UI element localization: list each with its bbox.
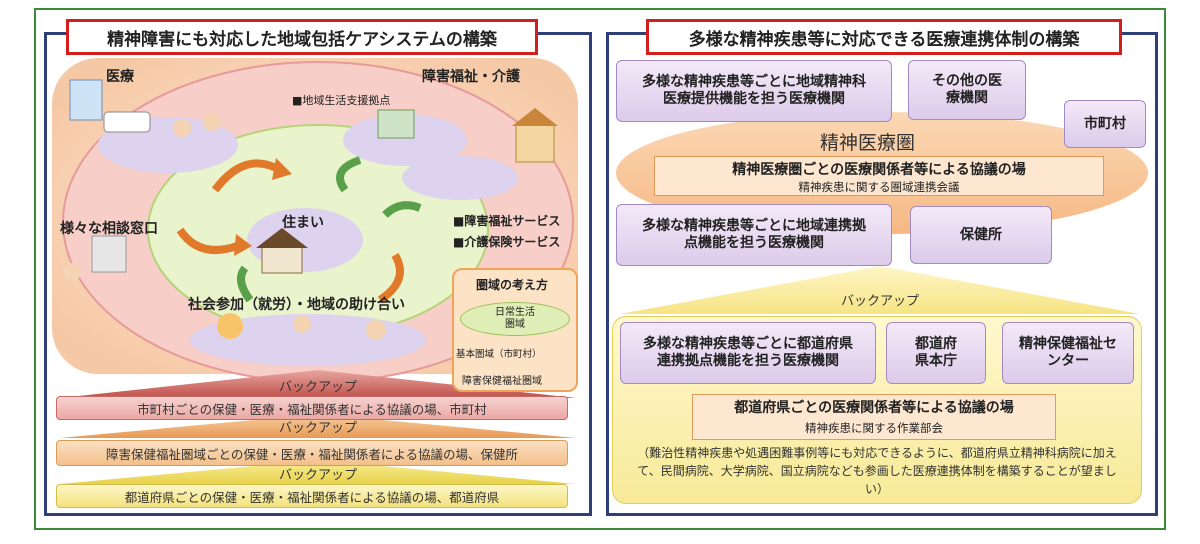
- basic-area-label: 基本圏域（市町村）: [456, 349, 542, 360]
- support-base-label: ■地域生活支援拠点: [292, 94, 391, 107]
- right-panel-title: 多様な精神疾患等に対応できる医療連携体制の構築: [646, 19, 1122, 55]
- cycle-arrow-top: [211, 159, 282, 193]
- housing-label: 住まい: [282, 215, 324, 231]
- lavender-blob-welfare: [343, 114, 467, 166]
- cycle-arrow-left: [176, 227, 242, 254]
- cycle-arrow-bottom: [237, 265, 254, 303]
- right-backup-label: バックアップ: [840, 294, 919, 309]
- regional-hub-hospital-box: 多様な精神疾患等ごとに地域連携拠点機能を担う医療機関: [616, 204, 892, 266]
- mental-health-center-box: 精神保健福祉センター: [1002, 322, 1134, 384]
- other-medical-box: その他の医療機関: [908, 60, 1026, 120]
- care-service-label: ■介護保険サービス: [453, 235, 561, 249]
- person-a: [217, 313, 243, 339]
- backup-triangle-3: [60, 460, 576, 484]
- left-backup-label-1: バックアップ: [278, 380, 357, 395]
- cycle-arrow-top-head: [272, 158, 292, 180]
- person-c: [366, 320, 386, 340]
- cycle-arrow-right: [336, 156, 362, 193]
- person-b: [293, 315, 311, 333]
- backup-triangle-2: [60, 414, 576, 438]
- nurse-head: [203, 113, 221, 131]
- sphere-label: 精神医療圏: [820, 132, 916, 154]
- prefecture-meeting-label: 都道府県ごとの医療関係者等による協議の場: [734, 400, 1014, 416]
- social-participation-label: 社会参加（就労）・地域の助け合い: [188, 297, 405, 313]
- consultation-label: 様々な相談窓口: [60, 221, 158, 237]
- staff-head: [63, 263, 81, 281]
- sphere-sub-label: 精神疾患に関する圏域連携会議: [798, 180, 960, 194]
- sphere-meeting-box: [654, 156, 1104, 196]
- prefecture-meeting-box: [692, 394, 1056, 440]
- recommendation-note: （難治性精神疾患や処遇困難事例等にも対応できるように、都道府県立精神科病院に加え…: [637, 446, 1117, 496]
- lavender-blob-care: [402, 156, 518, 200]
- regional-psychiatric-hospital-box: 多様な精神疾患等ごとに地域精神科医療提供機能を担う医療機関: [616, 60, 892, 122]
- office-building: [91, 235, 127, 273]
- sphere-meeting-label: 精神医療圏ごとの医療関係者等による協議の場: [732, 162, 1026, 178]
- left-bar-prefecture: 都道府県ごとの保健・医療・福祉関係者による協議の場、都道府県: [56, 484, 568, 508]
- prefectural-office-box: 都道府県本庁: [886, 322, 986, 384]
- care-home-roof: [512, 108, 558, 126]
- city-box: 市町村: [1064, 100, 1146, 148]
- house-roof: [256, 228, 308, 248]
- welfare-label: 障害福祉・介護: [422, 69, 520, 85]
- cycle-arrow-left-head: [234, 234, 252, 256]
- left-bar-welfare-area: 障害保健福祉圏域ごとの保健・医療・福祉関係者による協議の場、保健所: [56, 440, 568, 466]
- welfare-area-label: 障害保健福祉圏域: [462, 376, 542, 387]
- left-backup-label-2: バックアップ: [278, 421, 357, 436]
- daily-area-label: 日常生活圏域: [495, 307, 535, 330]
- prefecture-sub-label: 精神疾患に関する作業部会: [805, 421, 943, 435]
- facility-building: [377, 109, 415, 139]
- daily-area-ellipse: [460, 302, 570, 336]
- prefectural-hub-hospital-box: 多様な精神疾患等ごとに都道府県連携拠点機能を担う医療機関: [620, 322, 876, 384]
- backup-triangle-1: [60, 370, 576, 398]
- doctor-head: [173, 119, 191, 137]
- hospital-shape: [69, 79, 103, 121]
- cycle-arrow-bottomright: [377, 252, 404, 304]
- welfare-service-label: ■障害福祉サービス: [453, 214, 561, 228]
- left-backup-label-3: バックアップ: [278, 468, 357, 483]
- health-center-box: 保健所: [910, 206, 1052, 264]
- left-bar-municipality: 市町村ごとの保健・医療・福祉関係者による協議の場、市町村: [56, 396, 568, 420]
- medical-label: 医療: [106, 69, 134, 85]
- care-home-building: [515, 123, 555, 163]
- ambulance-shape: [103, 111, 151, 133]
- house-body: [261, 244, 303, 274]
- cycle-arrow-rightlower: [382, 201, 422, 218]
- outer-frame: [34, 8, 1166, 530]
- left-panel-title: 精神障害にも対応した地域包括ケアシステムの構築: [66, 19, 538, 55]
- area-concept-title: 圏域の考え方: [476, 278, 549, 292]
- right-backup-triangle: [620, 266, 1140, 314]
